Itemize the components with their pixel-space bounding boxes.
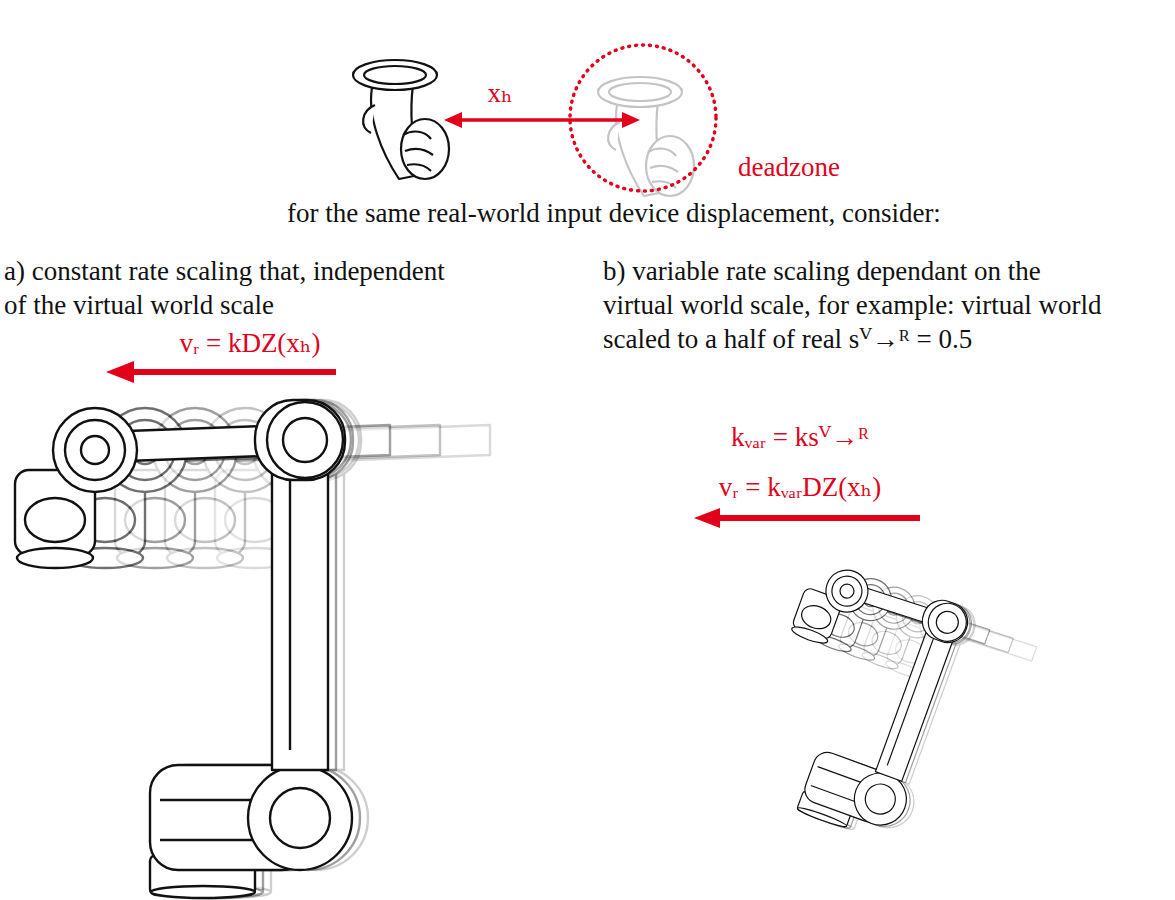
velocity-arrow-a <box>106 361 336 383</box>
ghost-controller <box>598 77 694 196</box>
intro-sentence: for the same real-world input device dis… <box>287 196 941 230</box>
case-b-description: b) variable rate scaling dependant on th… <box>603 254 1103 356</box>
velocity-formula: vᵣ = kᵥₐᵣDZ(xₕ) <box>719 470 882 504</box>
case-a-description: a) constant rate scaling that, independe… <box>4 254 454 322</box>
input-controller <box>353 60 449 179</box>
displacement-symbol: xₕ <box>487 76 512 110</box>
velocity-arrow-b <box>694 508 920 528</box>
displacement-arrow <box>444 112 640 128</box>
gain-formula: kᵥₐᵣ = ksⱽ→ᴿ <box>731 420 869 454</box>
robot-arm-constant <box>15 400 490 898</box>
deadzone-circle <box>570 45 716 191</box>
deadzone-label: deadzone <box>738 150 840 184</box>
robot-arm-variable <box>733 554 1041 869</box>
velocity-formula: vᵣ = kDZ(xₕ) <box>179 326 320 360</box>
